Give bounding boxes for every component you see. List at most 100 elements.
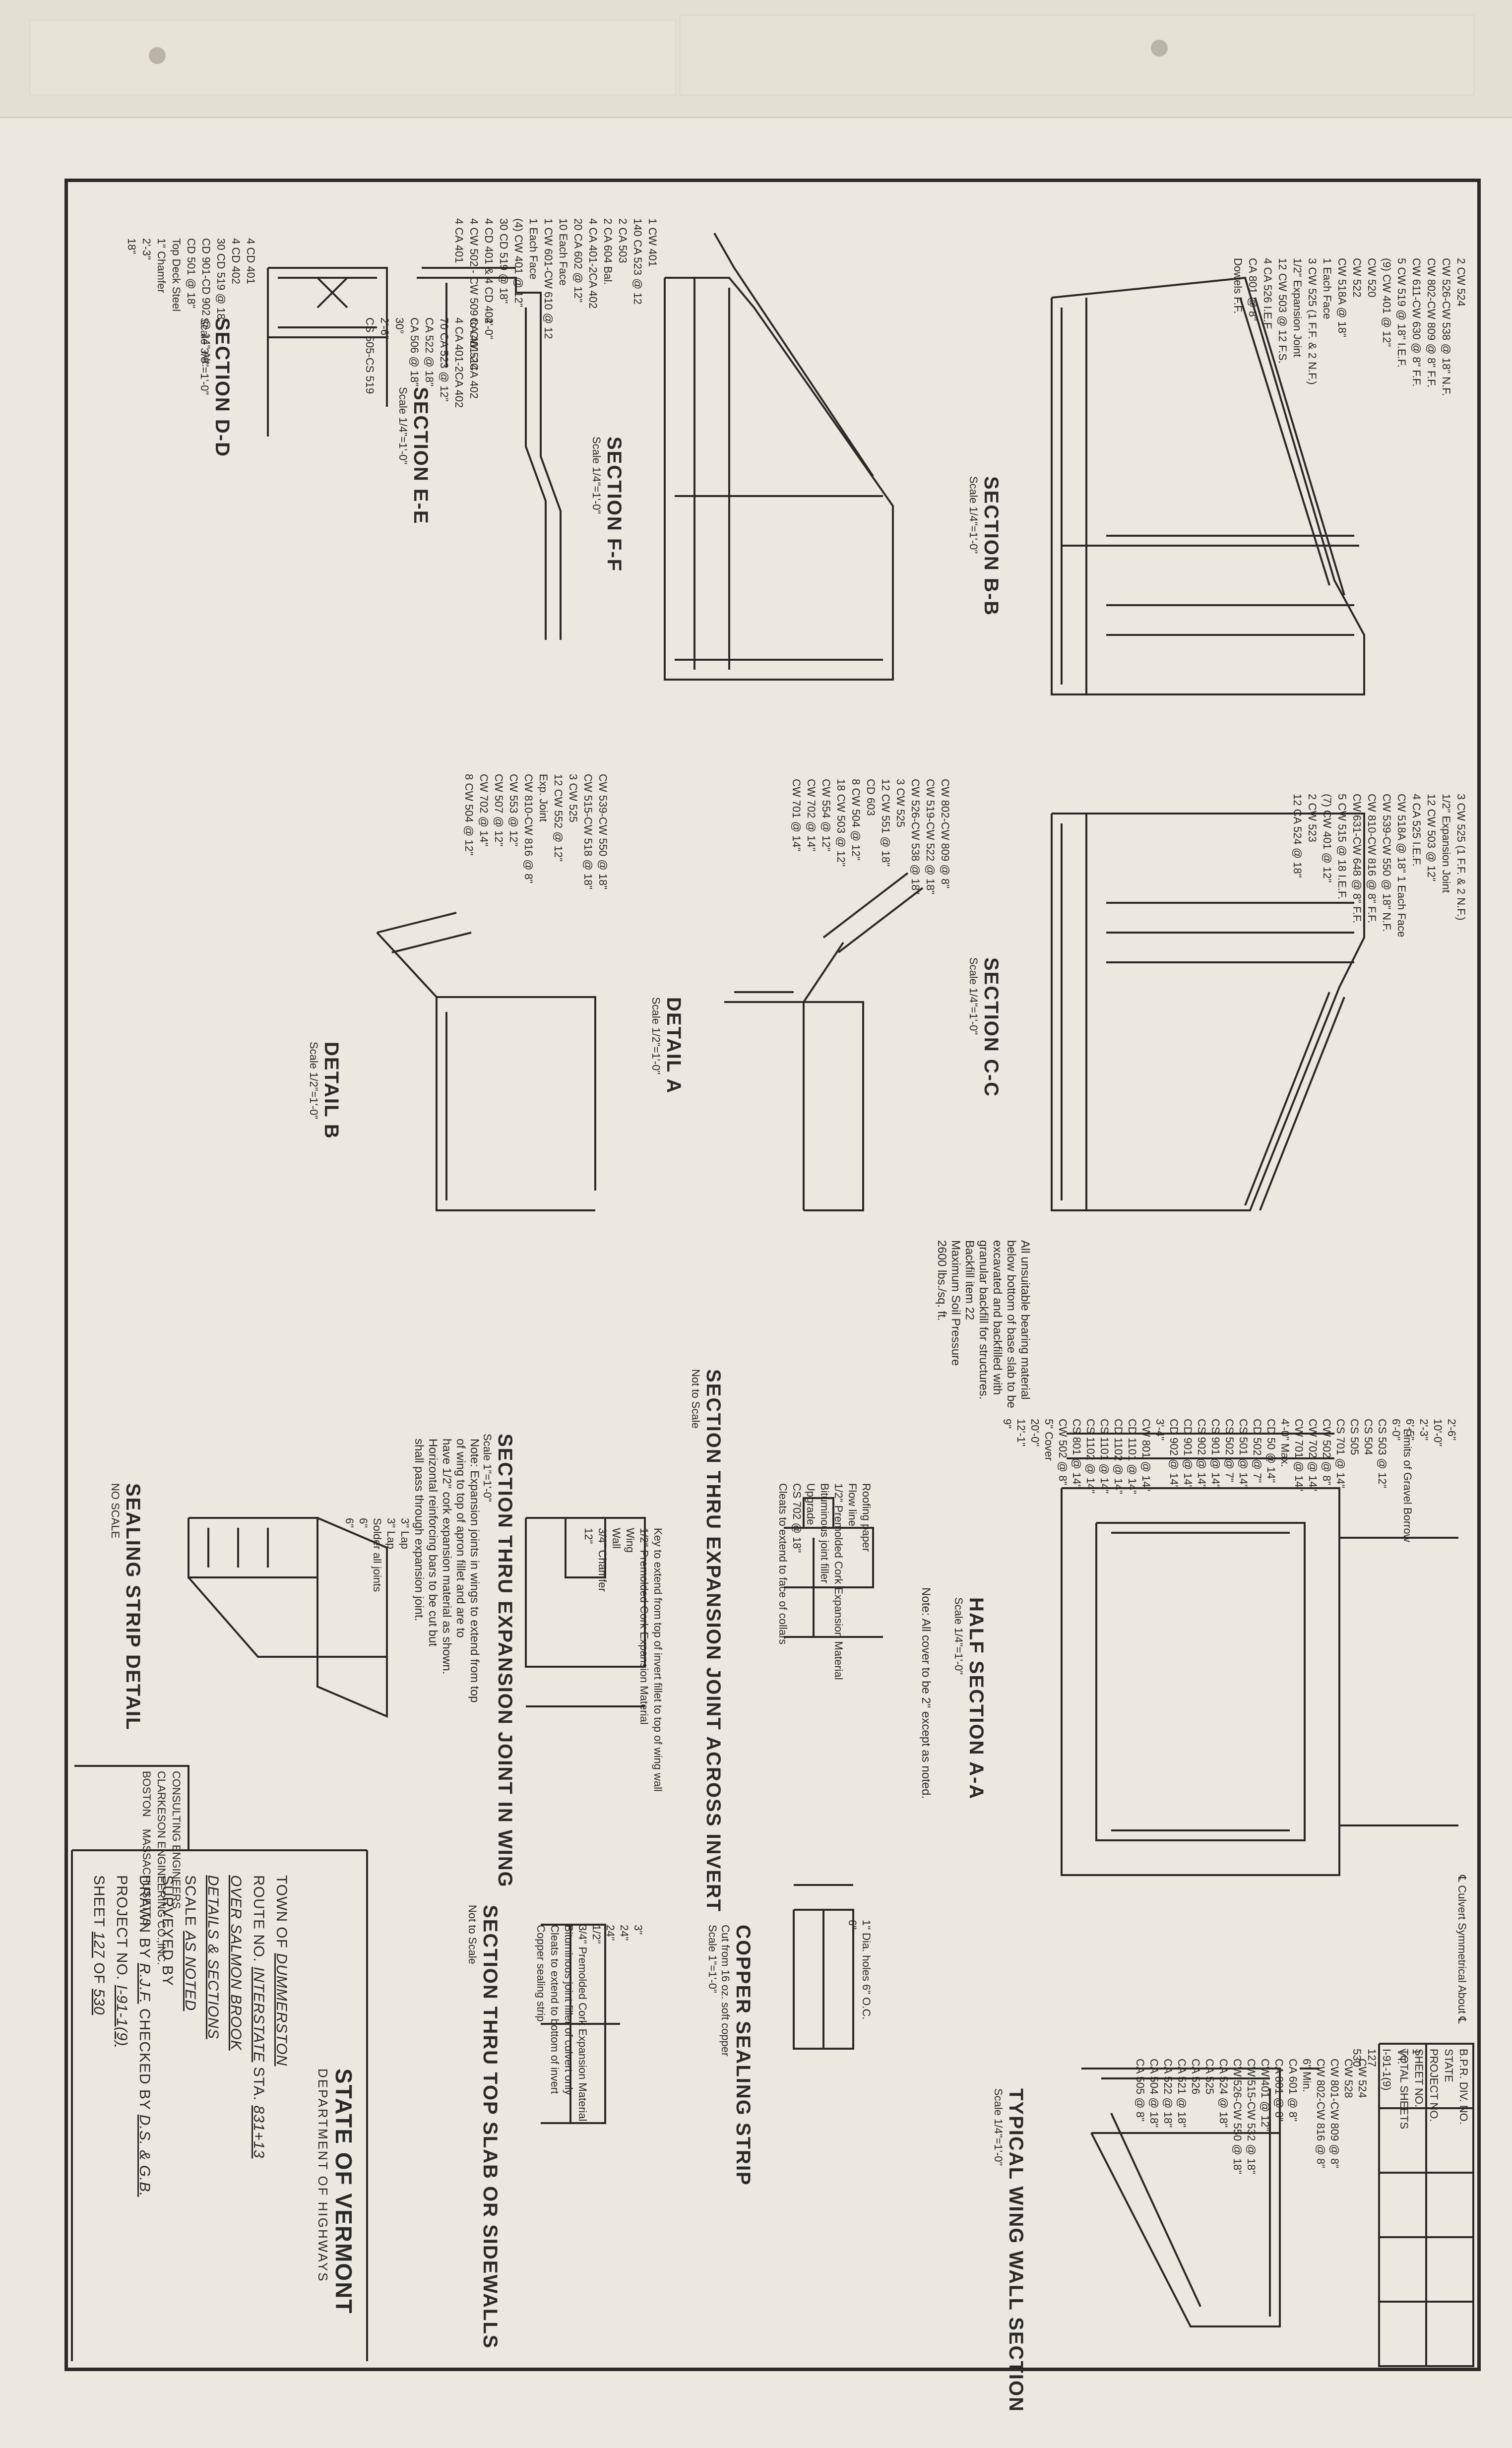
rebar-label: CA 521 @ 18"	[1176, 2059, 1188, 2128]
rebar-label: 18 CW 503 @ 12"	[835, 779, 847, 867]
sealing-title-group: SEALING STRIP DETAIL NO SCALE	[109, 1483, 144, 1731]
dimension-label: 2'-6"	[378, 317, 391, 339]
dimension-label: 2'-3"	[140, 238, 153, 260]
route-line: ROUTE NO. INTERSTATE STA. 831+13	[247, 1875, 270, 2197]
detail-a-title-group: DETAIL A Scale 1/2"=1'-0"	[649, 997, 685, 1094]
rebar-label: CW 553 @ 12"	[507, 774, 520, 847]
rebar-label: 8 CW 504 @ 12"	[850, 779, 862, 861]
rebar-label: CD 901 @ 14"	[1182, 1419, 1194, 1489]
section-ff-scale: Scale 1/4"=1'-0"	[590, 437, 603, 514]
rebar-label: (9) CW 401 @ 12"	[1381, 258, 1393, 347]
rebar-label: CA 526	[1190, 2059, 1202, 2095]
note-line: Note: Expansion joints in wings to exten…	[468, 1439, 481, 1703]
sheet-line: SHEET 127 OF 530	[87, 1875, 110, 2197]
rebar-label: 1 Each Face	[1321, 258, 1333, 319]
callout-label: Cleats to extend to bottom of invert	[549, 1925, 561, 2094]
of-value: 530	[91, 1989, 107, 2015]
project-label: PROJECT NO.	[114, 1875, 130, 1981]
detail-b-drawing	[376, 912, 596, 1211]
department-title: DEPARTMENT OF HIGHWAYS	[315, 2069, 330, 2283]
title-block-frame	[71, 1765, 368, 2361]
section-bb-title: SECTION B-B	[980, 476, 1002, 616]
rebar-label: CD 50 @ 14"	[1265, 1419, 1277, 1483]
index-header: B.P.R. DIV. NO.	[1457, 2049, 1470, 2125]
dimension-label: 6" Min.	[1301, 2059, 1313, 2092]
section-ee-drawing	[417, 267, 562, 640]
rebar-label: 1/2" Expansion Joint	[1291, 258, 1304, 357]
dimension-label: 12"	[582, 1528, 595, 1544]
copper-labels: 1" Dia. holes 6" O.C. 6"	[845, 1920, 873, 2019]
index-value: 1	[1410, 2049, 1423, 2055]
rebar-label: CW 810-CW 816 @ 8" F.F.	[1366, 794, 1378, 924]
note-line: granular backfill for structures.	[977, 1240, 990, 1400]
dimension-label: 2'-6"	[1446, 1419, 1458, 1441]
index-value: 530	[1351, 2049, 1363, 2067]
tape-right	[680, 15, 1474, 95]
rebar-label: (7) CW 401 @ 12"	[1321, 794, 1333, 883]
rebar-label: CS 501 @ 14"	[1237, 1419, 1250, 1489]
sealing-title: SEALING STRIP DETAIL	[122, 1483, 144, 1731]
route-label: ROUTE NO.	[251, 1875, 267, 1962]
rebar-label: 4 CD 402	[230, 238, 242, 284]
exp-wing-labels: Key to extend from top of invert fillet …	[581, 1528, 665, 1792]
project-value: I-91-1(9)	[114, 1985, 130, 2047]
note-line: of wing to top of apron fillet and are t…	[454, 1439, 467, 1638]
section-aa-drawing	[1061, 1433, 1458, 1876]
exp-wing-title: SECTION THRU EXPANSION JOINT IN WING	[494, 1434, 516, 1888]
rebar-label: CW 502 @ 8"	[1321, 1419, 1333, 1486]
rebar-label: CW 526-CW 538 @ 18" N.F.	[1440, 258, 1452, 396]
rebar-label: 1 CW 601-CW 610 @ 12	[542, 218, 555, 339]
rebar-label: CS 702 @ 18"	[791, 1483, 803, 1553]
rebar-label: CW 554 @ 12"	[820, 779, 832, 852]
scale-line: SCALE AS NOTED	[179, 1875, 201, 2197]
callout-label: Solder all joints	[371, 1518, 383, 1592]
callout-label: Copper sealing strip	[535, 1925, 547, 2022]
note-line: have 1/2" cork expansion material as sho…	[440, 1439, 453, 1675]
rebar-label: CS 505	[1348, 1419, 1361, 1455]
rebar-label: CS 901 @ 14"	[1209, 1419, 1222, 1489]
sealing-labels: 3" Lap 3" Lap Solder all joints 6" 6"	[342, 1518, 412, 1592]
detail-b-title: DETAIL B	[320, 1042, 342, 1139]
sta-value: 831+13	[251, 2105, 267, 2159]
exp-wing-scale: Scale 1"=1'-0"	[481, 1434, 494, 1502]
rebar-label: CW 701 @ 14"	[790, 779, 803, 852]
of-label: OF	[91, 1962, 107, 1984]
rebar-label: CA 522 @ 18"	[423, 317, 436, 387]
title-block: STATE OF VERMONT DEPARTMENT OF HIGHWAYS	[315, 2069, 357, 2314]
rebar-label: 1/2" Expansion Joint	[1440, 794, 1452, 893]
dimension-label: 10'-0"	[1432, 1419, 1444, 1447]
rebar-label: 4 CD 401 & 4 CD 402	[483, 218, 495, 324]
section-aa-title: HALF SECTION A-A	[965, 1597, 987, 1800]
binding-hole	[1151, 40, 1168, 57]
rebar-label: 4 CD 401	[245, 238, 257, 284]
rebar-label: CW 611-CW 630 @ 8" F.F.	[1410, 258, 1423, 387]
rebar-label: 2 CW 523	[1306, 794, 1319, 842]
dimension-label: 20'-0"	[1029, 1419, 1041, 1447]
rebar-label: 10 Each Face	[557, 218, 569, 286]
rebar-label: CW 502 @ 8"	[1057, 1419, 1069, 1486]
details-value: DETAILS & SECTIONS	[205, 1875, 221, 2039]
sta-label: STA.	[251, 2067, 267, 2101]
rebar-label: 4 CW 502 - CW 509 to CW 514	[468, 218, 480, 371]
detail-b-labels: CW 539-CW 550 @ 18" CW 515-CW 518 @ 18" …	[461, 774, 610, 889]
rebar-label: 12 CW 503 @ 12"	[1425, 794, 1438, 881]
note-line: Horizontal reinforcing bars to be cut bu…	[426, 1439, 440, 1646]
over-value: OVER SALMON BROOK	[228, 1875, 244, 2051]
top-slab-title: SECTION THRU TOP SLAB OR SIDEWALLS	[479, 1905, 501, 2349]
dimension-label: 9"	[1001, 1419, 1013, 1429]
detail-a-drawing	[724, 872, 924, 1211]
rebar-label: 12 CA 524 @ 18"	[1291, 794, 1304, 878]
rebar-label: CW 801-CW 809 @ 8"	[1328, 2059, 1341, 2168]
rebar-label: CA 505 @ 8"	[1134, 2059, 1146, 2122]
dimension-label: 18"	[126, 238, 138, 254]
rebar-label: (4) CW 401 @ 12"	[512, 218, 525, 308]
rebar-label: CW 515-CW 532 @ 18"	[1245, 2059, 1258, 2175]
callout-label: Roofing paper	[860, 1483, 873, 1552]
town-value: DUMMERSTON	[273, 1953, 290, 2067]
section-cc-title: SECTION C-C	[980, 957, 1002, 1097]
dimension-label: 6'-5"	[1404, 1419, 1416, 1441]
rebar-label: CD 901-CD 902 @ 14" Alt.	[200, 238, 212, 368]
details-line: DETAILS & SECTIONS	[201, 1875, 224, 2197]
section-bb-title-group: SECTION B-B Scale 1/4"=1'-0"	[967, 476, 1002, 616]
